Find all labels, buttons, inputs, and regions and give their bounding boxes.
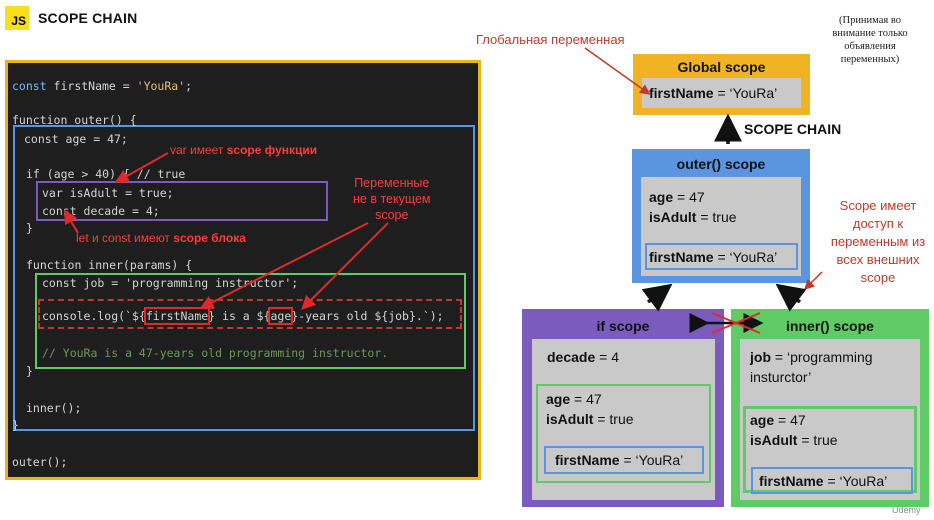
if-to-outer-arrow: [641, 283, 673, 312]
global-firstname: firstName = ‘YouRa’: [649, 85, 778, 101]
code-line-9: }: [26, 221, 33, 235]
not-current-scope-note: Переменные не в текущем scope: [353, 176, 431, 222]
access-outer-note: Scope имеет доступ к переменным из всех …: [830, 198, 926, 285]
code-line-16: // YouRa is a 47-years old programming i…: [42, 346, 389, 360]
outer-scope-rect: [13, 125, 475, 431]
outer-age: age = 47: [649, 189, 705, 205]
if-age: age = 47: [546, 391, 602, 407]
if-scope-box: if scope decade = 4 age = 47 isAdult = t…: [522, 309, 724, 507]
code-line-3: function outer() {: [12, 113, 137, 127]
js-logo: JS: [5, 6, 29, 30]
inner-firstname: firstName = ‘YouRa’: [759, 473, 888, 489]
var-scope-note: var имеет scope функции: [170, 143, 318, 157]
code-panel: const firstName = 'YouRa'; function oute…: [5, 60, 481, 480]
if-isadult: isAdult = true: [546, 411, 634, 427]
global-scope-box: Global scope firstName = ‘YouRa’: [633, 54, 810, 115]
code-line-8: const decade = 4;: [42, 204, 160, 218]
if-decade: decade = 4: [547, 349, 619, 365]
side-note: (Принимая во внимание только объявления …: [832, 15, 908, 65]
slide-title: SCOPE CHAIN: [38, 10, 138, 26]
global-var-note: Глобальная переменная: [476, 32, 625, 47]
global-scope-title: Global scope: [677, 59, 766, 75]
scope-chain-label: SCOPE CHAIN: [744, 121, 842, 137]
watermark: Udemy: [892, 505, 921, 515]
inner-age: age = 47: [750, 412, 806, 428]
code-line-6: if (age > 40) { // true: [26, 167, 186, 181]
code-line-17: }: [26, 364, 33, 378]
let-const-note: let и const имеют scope блока: [76, 231, 246, 245]
code-line-20: }: [12, 418, 19, 432]
code-line-7: var isAdult = true;: [42, 186, 174, 200]
outer-scope-box: outer() scope age = 47 isAdult = true fi…: [632, 149, 810, 283]
if-scope-title: if scope: [596, 318, 650, 334]
if-firstname: firstName = ‘YouRa’: [555, 452, 684, 468]
age-highlight: age: [268, 307, 294, 325]
inner-to-outer-arrow: [775, 283, 807, 312]
inner-scope-title: inner() scope: [786, 318, 874, 334]
inner-isadult: isAdult = true: [750, 432, 838, 448]
code-line-4: const age = 47;: [24, 132, 128, 146]
code-line-12: const job = 'programming instructor';: [42, 276, 299, 290]
if-scope-rect: [36, 181, 328, 221]
outer-scope-title: outer() scope: [676, 156, 766, 172]
code-line-1: const firstName = 'YouRa';: [12, 79, 193, 93]
outer-firstname: firstName = ‘YouRa’: [649, 249, 778, 265]
code-line-19: inner();: [26, 401, 82, 415]
code-line-14: console.log(`${firstName} is a ${age}-ye…: [42, 307, 444, 325]
inner-job: job = ‘programming: [750, 349, 873, 365]
code-line-22: outer();: [12, 455, 68, 469]
inner-job-cont: insturctor’: [750, 369, 812, 385]
outer-isadult: isAdult = true: [649, 209, 737, 225]
inner-scope-box: inner() scope job = ‘programming insturc…: [731, 309, 929, 507]
firstname-highlight: firstName: [143, 307, 211, 325]
code-line-11: function inner(params) {: [26, 258, 193, 272]
